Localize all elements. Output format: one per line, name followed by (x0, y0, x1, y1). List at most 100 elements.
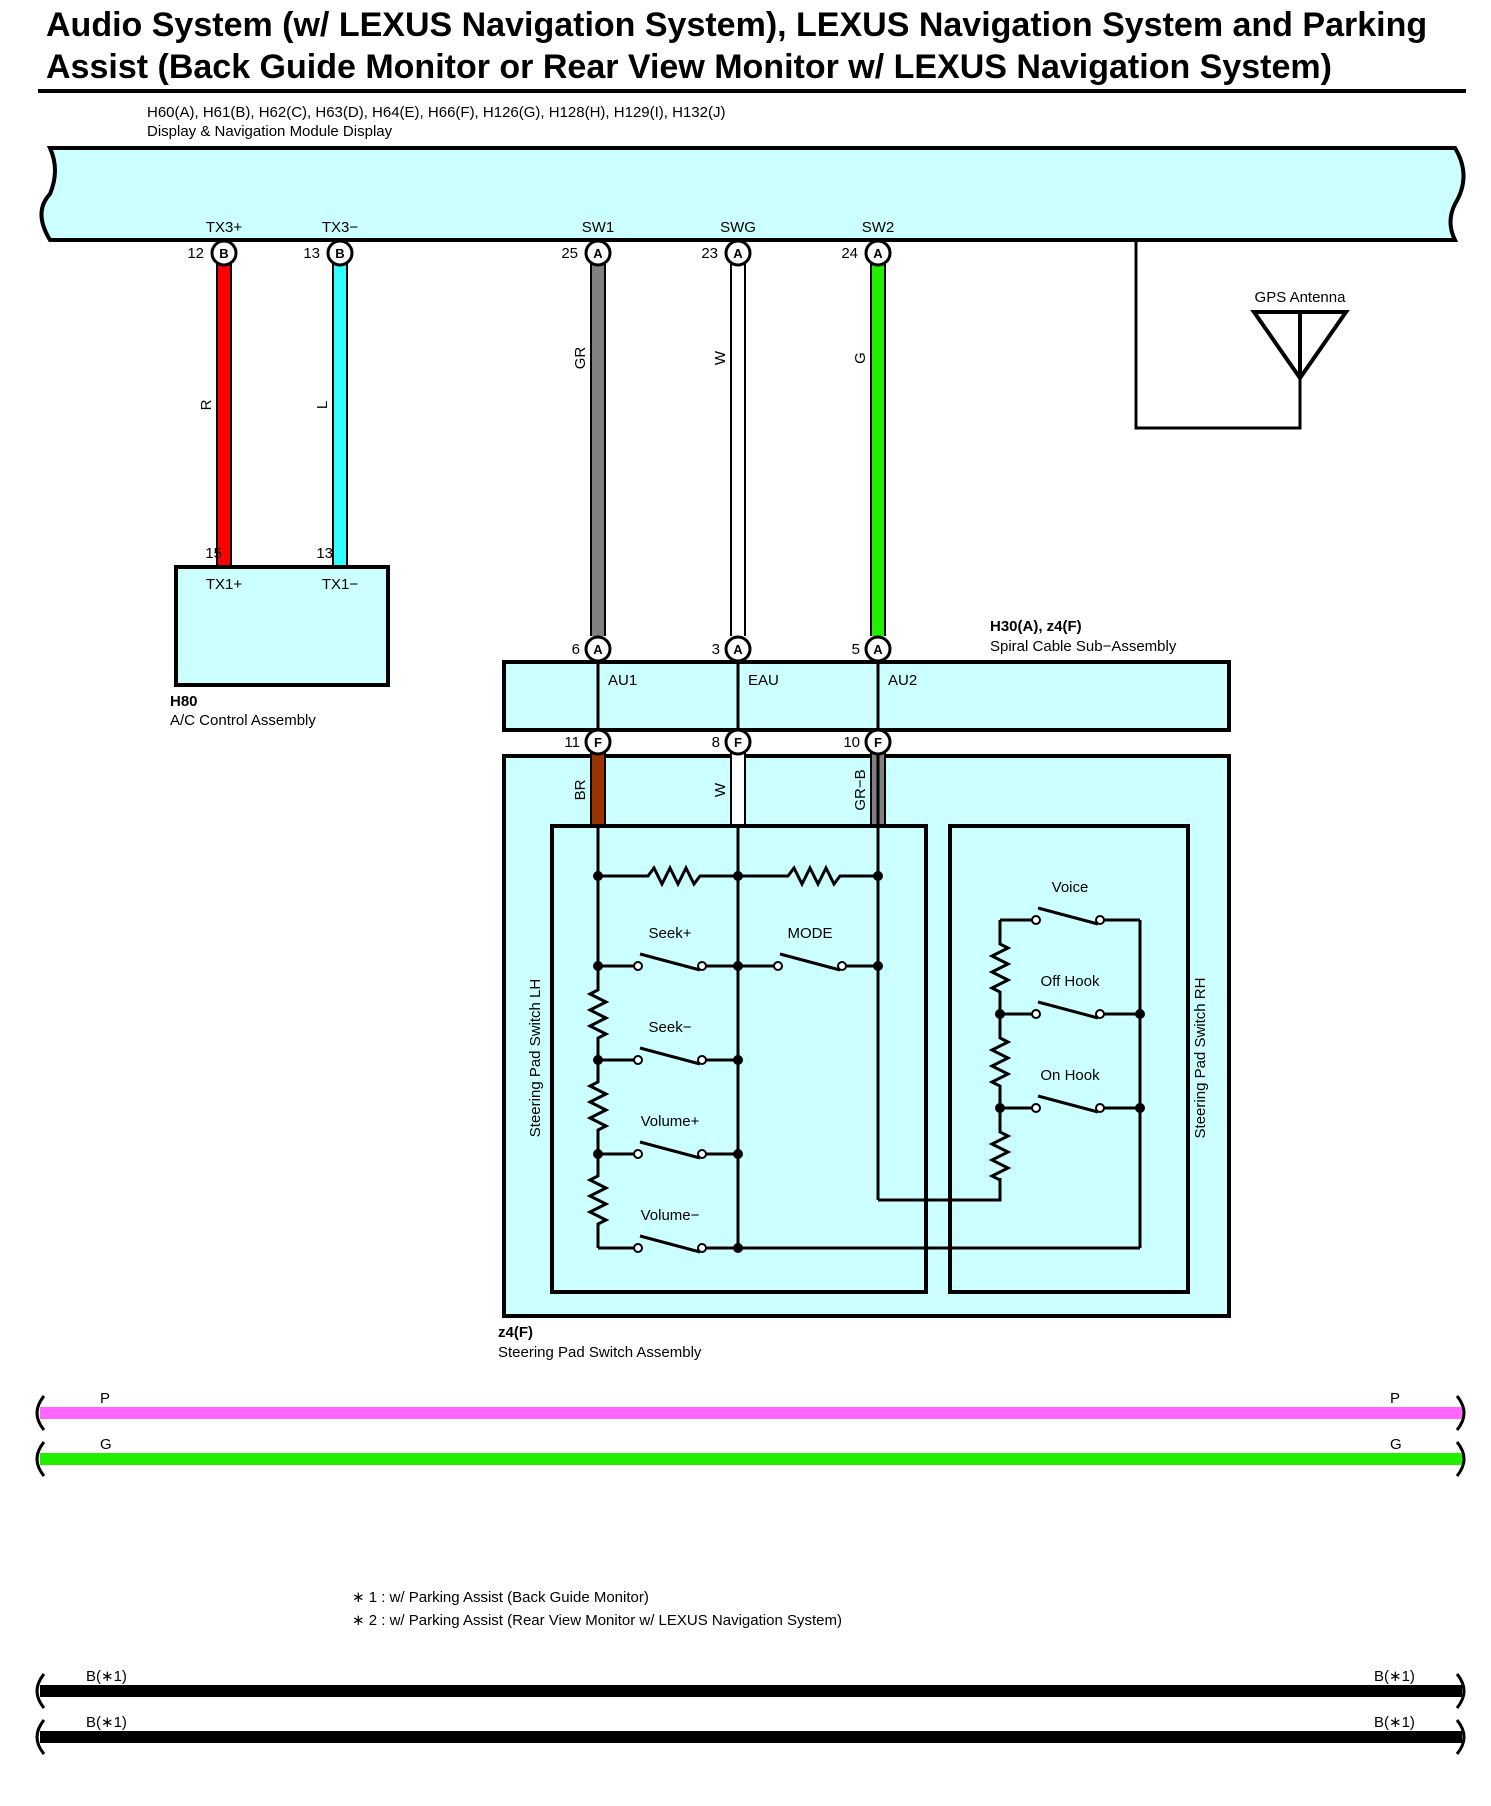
display-module-name: Display & Navigation Module Display (147, 123, 393, 140)
svg-text:P: P (1390, 1390, 1400, 1407)
lh-circuit (586, 826, 1140, 1254)
wire-sw1-color-code: GR (572, 347, 589, 370)
terminal-sw2-label: SW2 (862, 219, 895, 236)
spiral-cable-box (502, 660, 1231, 732)
terminal-tx3p-label: TX3+ (206, 219, 243, 236)
spiral-pin-eau-conn: A (733, 642, 743, 657)
pin-sw1-number: 25 (561, 245, 578, 262)
spiral-pin-au1-circle (584, 635, 612, 663)
spiral-pin-au2-circle (864, 635, 892, 663)
switch-off-hook-label: Off Hook (1041, 973, 1100, 990)
display-module-box (39, 146, 1466, 242)
spiral-pin-8-conn: F (734, 735, 742, 750)
lh-switch-contacts (633, 961, 847, 1253)
spiral-pin-11-number: 11 (564, 734, 580, 751)
spiral-pin-10-circle (864, 728, 892, 756)
display-module-connectors: H60(A), H61(B), H62(C), H63(D), H64(E), … (147, 104, 725, 121)
pin-sw2-conn: A (873, 246, 883, 261)
steering-pad-lh-label: Steering Pad Switch LH (527, 979, 544, 1137)
ac-pin-tx1p-number: 15 (205, 545, 222, 562)
ac-terminal-tx1m-label: TX1− (322, 576, 359, 593)
ac-control-name: A/C Control Assembly (170, 712, 316, 729)
lh-junctions (593, 871, 883, 1253)
spiral-pin-10-conn: F (874, 735, 882, 750)
rh-circuit (988, 906, 1142, 1248)
switch-seek-minus-label: Seek− (649, 1019, 692, 1036)
switch-voice-label: Voice (1052, 879, 1089, 896)
svg-text:G: G (100, 1436, 112, 1453)
steering-pad-connector: z4(F) (498, 1324, 533, 1341)
wire-eau-color-code: W (712, 782, 729, 797)
spiral-pin-au2-number: 5 (852, 641, 860, 658)
wire-tx3m-color-code: L (314, 401, 331, 409)
switch-seek-plus-label: Seek+ (649, 925, 692, 942)
svg-text:B(∗1): B(∗1) (86, 1668, 127, 1685)
wire-au1-color-code: BR (572, 779, 589, 800)
spiral-pin-au2-conn: A (873, 642, 883, 657)
steering-pad-name: Steering Pad Switch Assembly (498, 1344, 702, 1361)
wire-swg-color-code: W (712, 350, 729, 365)
rh-switch-contacts (1031, 915, 1105, 1113)
spiral-cable-name: Spiral Cable Sub−Assembly (990, 638, 1177, 655)
pin-swg-circle (724, 239, 752, 267)
switch-on-hook-label: On Hook (1040, 1067, 1100, 1084)
wire-sw2-color-code: G (852, 352, 869, 364)
gps-antenna-label: GPS Antenna (1255, 289, 1347, 306)
spiral-pin-eau-circle (724, 635, 752, 663)
svg-text:B(∗1): B(∗1) (1374, 1714, 1415, 1731)
pin-tx3p-number: 12 (187, 245, 204, 262)
switch-mode-label: MODE (788, 925, 833, 942)
pin-swg-number: 23 (701, 245, 718, 262)
terminal-tx3m-label: TX3− (322, 219, 359, 236)
ac-terminal-tx1p-label: TX1+ (206, 576, 243, 593)
svg-text:B(∗1): B(∗1) (86, 1714, 127, 1731)
steering-pad-rh-box (948, 824, 1190, 1294)
bus-line-b1: B(∗1) B(∗1) (35, 1668, 1466, 1709)
diagram-title-line1: Audio System (w/ LEXUS Navigation System… (46, 6, 1427, 44)
spiral-pin-8-number: 8 (712, 734, 720, 751)
spiral-pin-au1-conn: A (593, 642, 603, 657)
pin-tx3m-circle (326, 239, 354, 267)
wire-au2-color-code: GR−B (852, 769, 869, 810)
spiral-pin-10-number: 10 (843, 734, 860, 751)
svg-text:P: P (100, 1390, 110, 1407)
terminal-swg-label: SWG (720, 219, 756, 236)
ac-pin-tx1m-number: 13 (316, 545, 333, 562)
bus-line-b2: B(∗1) B(∗1) (35, 1714, 1466, 1755)
pin-sw1-conn: A (593, 246, 603, 261)
ac-control-connector: H80 (170, 693, 198, 710)
spiral-pin-11-circle (584, 728, 612, 756)
spiral-pin-eau-number: 3 (712, 641, 720, 658)
terminal-sw1-label: SW1 (582, 219, 615, 236)
spiral-eau-label: EAU (748, 672, 779, 689)
note-1: ∗ 1 : w/ Parking Assist (Back Guide Moni… (352, 1589, 649, 1606)
spiral-cable-connectors: H30(A), z4(F) (990, 618, 1082, 635)
pin-tx3m-number: 13 (303, 245, 320, 262)
pin-sw2-circle (864, 239, 892, 267)
svg-text:G: G (1390, 1436, 1402, 1453)
gps-antenna-wire (1134, 240, 1302, 430)
spiral-au2-label: AU2 (888, 672, 917, 689)
bus-line-p: P P (35, 1390, 1466, 1431)
spiral-pin-au1-number: 6 (572, 641, 580, 658)
svg-text:B(∗1): B(∗1) (1374, 1668, 1415, 1685)
switch-volume-plus-label: Volume+ (641, 1113, 700, 1130)
spiral-au1-label: AU1 (608, 672, 637, 689)
steering-pad-rh-label: Steering Pad Switch RH (1192, 978, 1209, 1139)
steering-pad-assembly-box (502, 754, 1231, 1318)
switch-volume-minus-label: Volume− (641, 1207, 700, 1224)
rh-junctions (995, 1009, 1145, 1113)
pin-sw2-number: 24 (841, 245, 858, 262)
pin-tx3m-conn: B (335, 246, 344, 261)
wire-tx3p-color-code: R (198, 399, 215, 410)
pin-swg-conn: A (733, 246, 743, 261)
ac-control-box (174, 565, 390, 687)
spiral-pin-11-conn: F (594, 735, 602, 750)
bus-line-g: G G (35, 1436, 1466, 1477)
pin-sw1-circle (584, 239, 612, 267)
diagram-title-line2: Assist (Back Guide Monitor or Rear View … (46, 48, 1332, 86)
pin-tx3p-circle (210, 239, 238, 267)
note-2: ∗ 2 : w/ Parking Assist (Rear View Monit… (352, 1612, 842, 1629)
spiral-pin-8-circle (724, 728, 752, 756)
